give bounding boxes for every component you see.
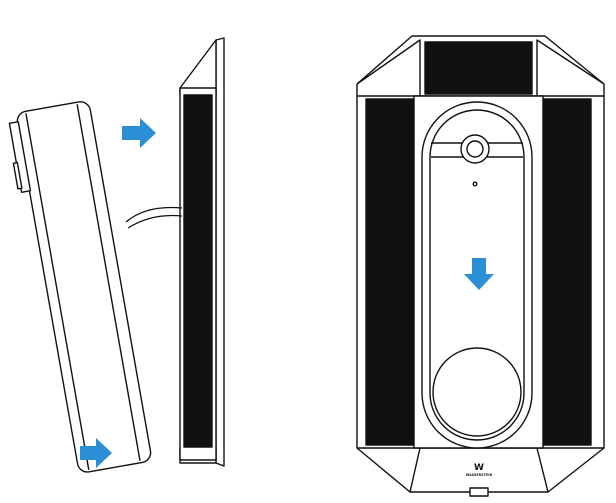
side-view-arrows [80,118,156,468]
side-view [8,37,225,473]
side-view-mount-bracket [179,37,225,467]
front-view: W WASSERSTEIN [356,35,605,497]
side-view-cable [125,206,183,229]
push-right-arrow-icon [122,118,156,148]
brand-logo: W WASSERSTEIN [466,463,493,477]
front-view-right-panel [542,98,592,446]
doorbell-button-icon [432,347,522,437]
push-right-arrow-icon-lower [80,438,112,468]
front-view-left-panel [365,98,415,446]
sensor-icon [472,181,478,187]
slide-down-arrow-icon [464,258,494,290]
side-view-doorbell [8,101,152,473]
front-view-top-panel [424,41,533,95]
svg-text:WASSERSTEIN: WASSERSTEIN [466,473,493,477]
svg-text:W: W [474,463,484,473]
